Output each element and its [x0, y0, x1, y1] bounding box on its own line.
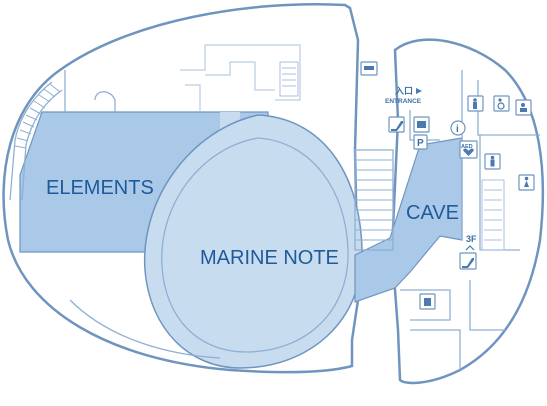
- svg-text:AED: AED: [461, 144, 473, 150]
- parking-icon: P: [413, 134, 428, 150]
- locker-icon: [360, 61, 378, 76]
- floor-up-arrow-icon: [465, 245, 475, 251]
- zone-marine-note[interactable]: [143, 114, 363, 369]
- entrance-label-jp: 入口: [394, 86, 413, 96]
- zone-label-cave: CAVE: [406, 202, 459, 224]
- svg-text:i: i: [456, 124, 459, 135]
- floor-indicator: 3F: [466, 234, 477, 244]
- mens-restroom-icon: [484, 153, 501, 170]
- shop-icon: [413, 116, 430, 133]
- west-stairs: [9, 81, 63, 201]
- north-rooms: [64, 44, 301, 112]
- svg-text:P: P: [417, 138, 424, 149]
- zone-label-marine-note: MARINE NOTE: [200, 247, 339, 269]
- womens-restroom-icon: [518, 174, 535, 191]
- entrance-arrow-icon: [416, 88, 422, 94]
- baby-care-icon: [515, 99, 532, 116]
- wheelchair-icon: [493, 95, 510, 112]
- aed-icon: AED: [459, 140, 478, 159]
- south-inner-wall: [69, 299, 221, 359]
- building-outline-west: [2, 3, 360, 374]
- zone-label-elements: ELEMENTS: [46, 177, 154, 199]
- restroom-icon: [467, 95, 484, 112]
- info-icon: i: [450, 120, 466, 136]
- central-stairs: [354, 149, 394, 251]
- elevator-icon: [419, 293, 436, 310]
- escalator-icon-lower: [459, 252, 477, 270]
- entrance-label-en: ENTRANCE: [385, 98, 422, 105]
- escalator-icon: [388, 116, 405, 133]
- marine-note-inner-ring: [161, 137, 349, 353]
- building-outline-east: [390, 38, 545, 385]
- zone-cave[interactable]: [354, 137, 463, 303]
